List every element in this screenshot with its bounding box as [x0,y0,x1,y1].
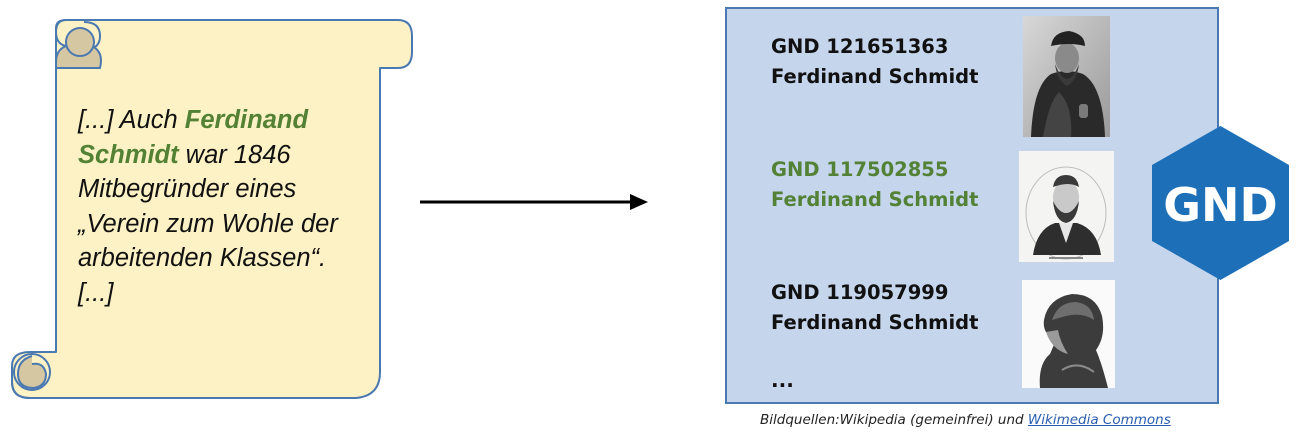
source-text-part1: [...] Auch [78,106,185,134]
entry-2-name: Ferdinand Schmidt [771,188,979,211]
portrait-3-image [1022,280,1115,388]
caption-prefix: Bildquellen:Wikipedia (gemeinfrei) und [760,412,1028,428]
entry-2-id: GND 117502855 [771,158,949,181]
more-entries-ellipsis: ... [771,368,794,392]
source-text-highlight: Ferdinand Schmidt [78,106,309,169]
portrait-1-image [1023,16,1110,137]
entry-2-highlighted: GND 117502855 Ferdinand Schmidt [771,155,978,215]
source-text: [...] Auch Ferdinand Schmidt war 1846 Mi… [78,103,368,310]
scroll-shape [11,19,413,399]
gnd-logo-icon: GND [1152,126,1289,280]
entry-1: GND 121651363 Ferdinand Schmidt [771,32,978,92]
gnd-logo-text: GND [1163,178,1277,232]
entry-1-id: GND 121651363 [771,35,949,58]
wikimedia-commons-link[interactable]: Wikimedia Commons [1027,412,1171,428]
right-arrow-icon [420,194,648,210]
entry-3-name: Ferdinand Schmidt [771,311,979,334]
entry-3: GND 119057999 Ferdinand Schmidt [771,278,978,338]
portrait-2-image [1019,151,1114,262]
gnd-entries-panel [725,7,1219,404]
image-sources-caption: Bildquellen:Wikipedia (gemeinfrei) und W… [760,412,1220,428]
entry-3-id: GND 119057999 [771,281,949,304]
source-text-part2: war 1846 Mitbegründer eines „Verein zum … [78,140,338,307]
entry-1-name: Ferdinand Schmidt [771,65,979,88]
